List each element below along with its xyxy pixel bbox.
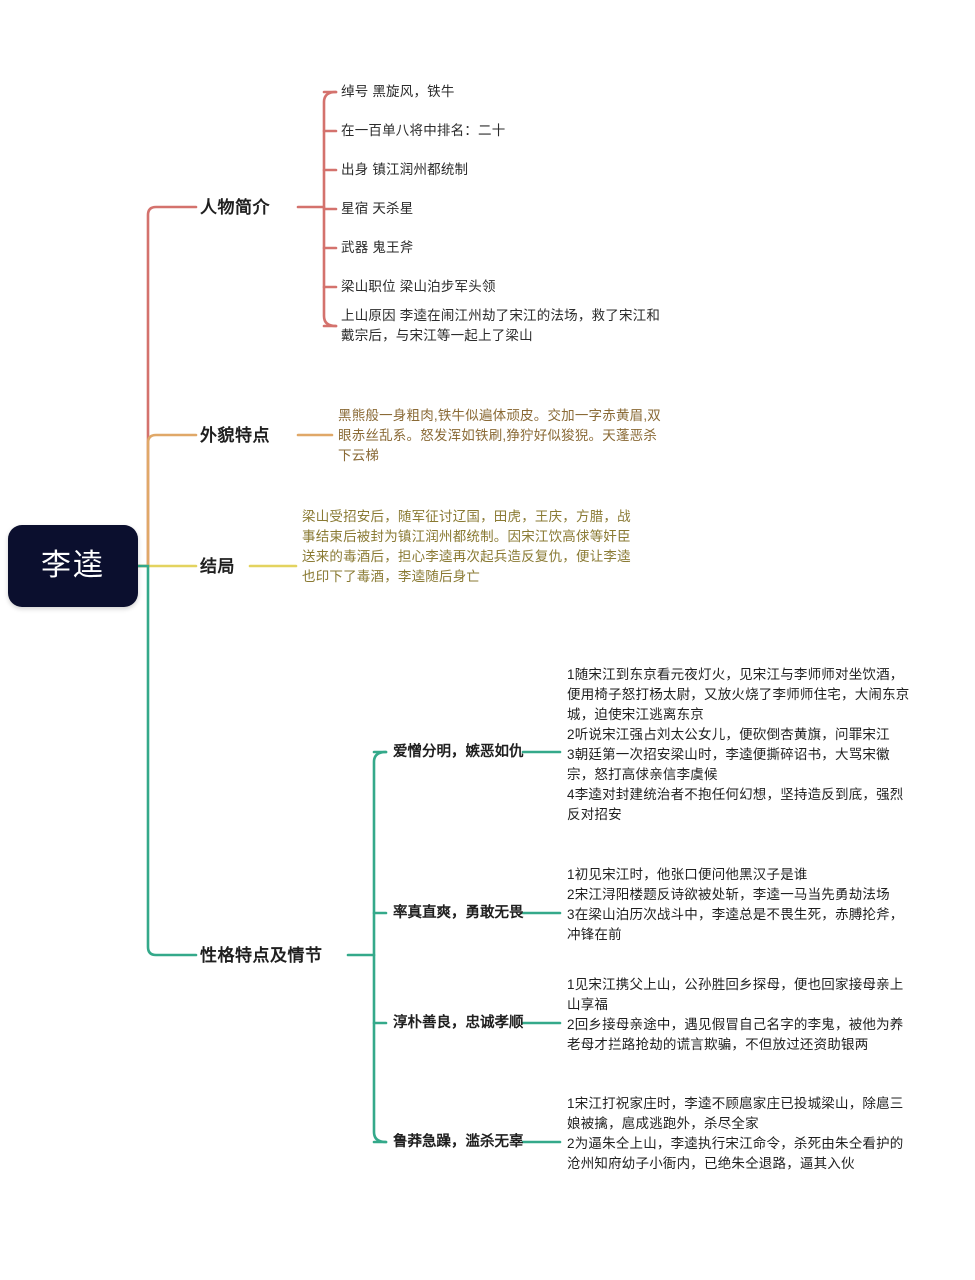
leaf-intro-weapon[interactable]: 武器 鬼王斧 <box>341 240 414 255</box>
branch-label-appearance[interactable]: 外貌特点 <box>200 426 270 445</box>
root-node[interactable]: 李逵 <box>8 525 138 607</box>
leaf-intro-reason[interactable]: 上山原因 李逵在闹江州劫了宋江的法场，救了宋江和戴宗后，与宋江等一起上了梁山 <box>341 308 661 343</box>
leaf-intro-rank[interactable]: 在一百单八将中排名：二十 <box>341 123 506 138</box>
sub-branch-label-simple-kind[interactable]: 淳朴善良，忠诚孝顺 <box>393 1015 524 1031</box>
detail-straightforward[interactable]: 1初见宋江时，他张口便问他黑汉子是谁 2宋江浔阳楼题反诗欲被处斩，李逵一马当先勇… <box>567 867 904 942</box>
detail-reckless[interactable]: 1宋江打祝家庄时，李逵不顾扈家庄已投城梁山，除扈三娘被擒，扈成逃跑外，杀尽全家 … <box>567 1096 904 1171</box>
leaf-intro-nickname[interactable]: 绰号 黑旋风，铁牛 <box>341 84 455 99</box>
root-label: 李逵 <box>41 549 105 582</box>
leaf-appearance-description[interactable]: 黑熊般一身粗肉,铁牛似遍体顽皮。交加一字赤黄眉,双眼赤丝乱系。怒发浑如铁刷,狰狞… <box>338 408 662 463</box>
branch-label-personality[interactable]: 性格特点及情节 <box>200 946 323 965</box>
branch-label-intro[interactable]: 人物简介 <box>200 198 270 217</box>
leaf-intro-position[interactable]: 梁山职位 梁山泊步军头领 <box>341 279 496 294</box>
leaf-ending-description[interactable]: 梁山受招安后，随军征讨辽国，田虎，王庆，方腊，战事结束后被封为镇江润州都统制。因… <box>302 509 631 584</box>
leaf-intro-star[interactable]: 星宿 天杀星 <box>341 201 414 216</box>
leaf-intro-origin[interactable]: 出身 镇江润州都统制 <box>341 162 469 177</box>
sub-branch-label-love-hate[interactable]: 爱憎分明，嫉恶如仇 <box>393 744 524 760</box>
detail-love-hate[interactable]: 1随宋江到东京看元夜灯火，见宋江与李师师对坐饮酒，便用椅子怒打杨太尉，又放火烧了… <box>567 667 910 822</box>
sub-branch-label-reckless[interactable]: 鲁莽急躁，滥杀无辜 <box>393 1134 524 1150</box>
branch-label-ending[interactable]: 结局 <box>200 557 235 576</box>
sub-branch-label-straightforward[interactable]: 率真直爽，勇敢无畏 <box>393 905 524 921</box>
detail-simple-kind[interactable]: 1见宋江携父上山，公孙胜回乡探母，便也回家接母亲上山享福 2回乡接母亲途中，遇见… <box>567 977 904 1052</box>
